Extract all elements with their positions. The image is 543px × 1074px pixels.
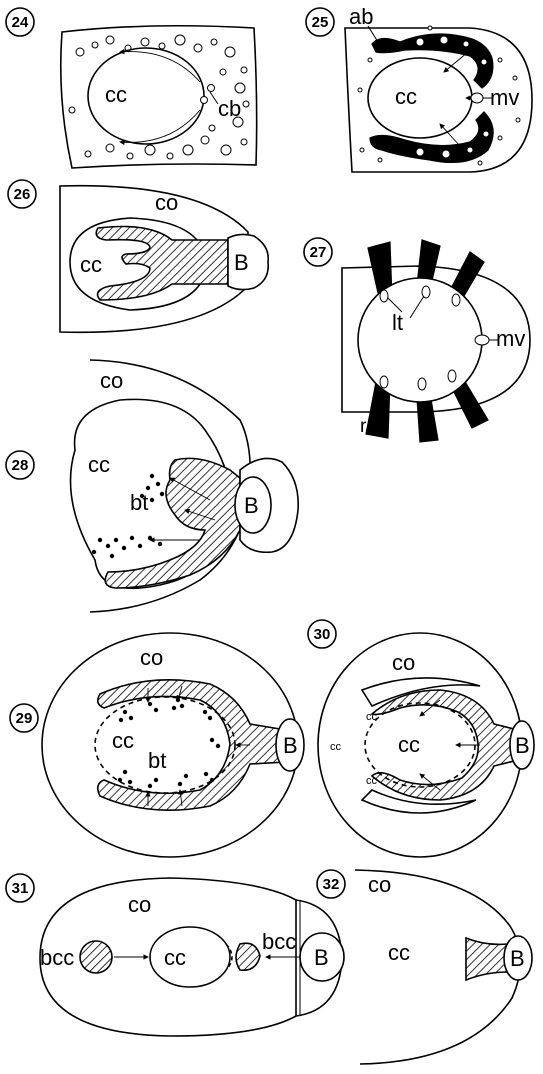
panel-26: 26 co cc B (8, 180, 268, 332)
label-co: co (128, 892, 151, 917)
panel-24: 24 cc cb (6, 8, 257, 168)
panel-number: 29 (16, 710, 33, 727)
label-bt: bt (148, 748, 166, 773)
panel-number: 30 (314, 626, 331, 643)
panel-number-badge: 27 (304, 238, 332, 266)
label-B: B (510, 946, 525, 971)
label-cc-top: cc (366, 711, 378, 723)
label-lt: lt (392, 310, 403, 335)
tubule-region (105, 458, 240, 588)
label-bcc-right: bcc (262, 929, 296, 954)
label-co: co (368, 872, 391, 897)
label-r: r (360, 416, 367, 437)
panel-number-badge: 25 (306, 8, 334, 36)
label-mv: mv (490, 85, 519, 110)
label-co: co (392, 650, 415, 675)
body-dots (92, 474, 163, 557)
label-B: B (515, 733, 530, 758)
label-ab: ab (349, 4, 373, 29)
micropylar-vesicle (475, 335, 489, 345)
panel-31: 31 co B cc bcc bcc (6, 874, 344, 1036)
label-bt: bt (130, 490, 148, 515)
movement-arrow (440, 124, 460, 146)
panel-number-badge: 28 (6, 451, 34, 479)
tubule-stalk (466, 938, 508, 980)
label-co: co (155, 190, 178, 215)
panel-number-badge: 30 (308, 620, 336, 648)
movement-arrow (120, 110, 200, 142)
panel-number-badge: 32 (317, 870, 345, 898)
label-cb: cb (218, 96, 241, 121)
panel-number: 28 (12, 457, 29, 474)
label-B: B (234, 250, 249, 275)
panel-32: 32 co cc B (317, 870, 532, 1064)
label-cc: cc (80, 252, 102, 277)
panel-28: 28 co cc bt B (6, 360, 298, 612)
central-cell (368, 58, 472, 138)
panel-number: 24 (12, 14, 29, 31)
label-B: B (314, 945, 329, 970)
panel-number: 26 (14, 186, 31, 203)
label-cc: cc (105, 82, 127, 107)
label-mv: mv (496, 326, 525, 351)
panel-29: 29 co cc bt B (10, 633, 304, 857)
label-B: B (283, 733, 298, 758)
panel-25: 25 cc mv ab (306, 4, 532, 172)
label-bcc-left: bcc (40, 945, 74, 970)
label-cc-bottom: cc (366, 775, 378, 787)
tubule-branch-region (96, 227, 228, 301)
label-cc: cc (388, 940, 410, 965)
panel-number-badge: 29 (10, 704, 38, 732)
panel-number: 25 (312, 14, 329, 31)
label-co: co (140, 645, 163, 670)
panel-30: 30 co cc cc cc cc B (308, 620, 534, 857)
label-cc: cc (398, 732, 420, 757)
movement-arrow (120, 52, 200, 82)
panel-number: 27 (310, 244, 327, 261)
label-cc: cc (395, 84, 417, 109)
label-cc-left: cc (330, 741, 342, 753)
body-left (80, 941, 112, 973)
panel-number-badge: 26 (8, 180, 36, 208)
label-cc: cc (164, 945, 186, 970)
micropylar-vesicle (471, 93, 483, 103)
antipodal-band-upper (372, 34, 493, 88)
label-cc: cc (112, 728, 134, 753)
label-co: co (100, 368, 123, 393)
panel-number: 31 (12, 880, 29, 897)
tubule-region (372, 690, 518, 800)
panel-number-badge: 24 (6, 8, 34, 36)
panel-number: 32 (323, 876, 340, 893)
central-cell (150, 927, 230, 987)
body-right (236, 943, 260, 970)
panel-27: 27 lt mv r (304, 238, 530, 442)
label-cc: cc (88, 452, 110, 477)
panel-number-badge: 31 (6, 874, 34, 902)
label-B: B (244, 493, 259, 518)
